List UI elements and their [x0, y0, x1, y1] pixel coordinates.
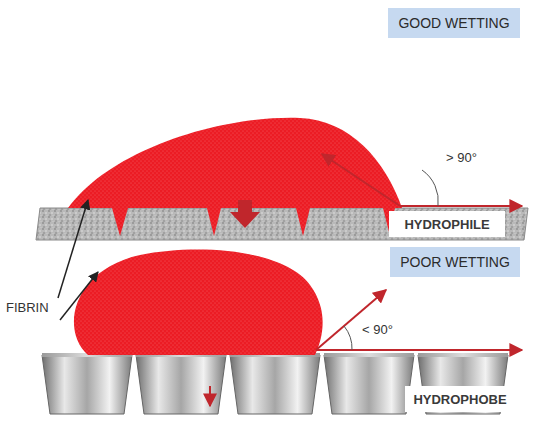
title-box: POOR WETTING — [390, 247, 520, 277]
hydrophobe-pillars — [42, 353, 508, 414]
material-label: FIBRIN — [6, 300, 49, 315]
box-text: HYDROPHOBE — [413, 392, 506, 407]
hydrophile-substrate — [36, 208, 528, 240]
penetration-arrow — [230, 200, 260, 228]
angle-arc — [422, 170, 438, 206]
box-text: GOOD WETTING — [398, 15, 509, 31]
surface-arrow — [400, 205, 522, 207]
box-text: POOR WETTING — [400, 254, 510, 270]
box-text: HYDROPHILE — [404, 217, 489, 232]
title-box: GOOD WETTING — [388, 8, 520, 38]
tangent-arrow — [316, 290, 386, 350]
fibrin-drop-poor — [74, 250, 323, 355]
tangent-arrow — [322, 154, 400, 206]
angle-label: > 90° — [446, 150, 477, 165]
surface-label-box: HYDROPHILE — [389, 211, 505, 237]
angle-label: < 90° — [362, 322, 393, 337]
surface-label-box: HYDROPHOBE — [405, 386, 515, 412]
angle-arc — [344, 326, 352, 350]
leader-line — [60, 272, 98, 320]
surface-arrow — [316, 349, 522, 351]
leader-line — [58, 200, 88, 298]
fibrin-groove — [112, 208, 128, 236]
fibrin-groove — [207, 208, 221, 236]
fibrin-drop-good — [68, 118, 402, 208]
fibrin-groove — [296, 208, 310, 236]
penetration-arrow — [209, 386, 211, 406]
